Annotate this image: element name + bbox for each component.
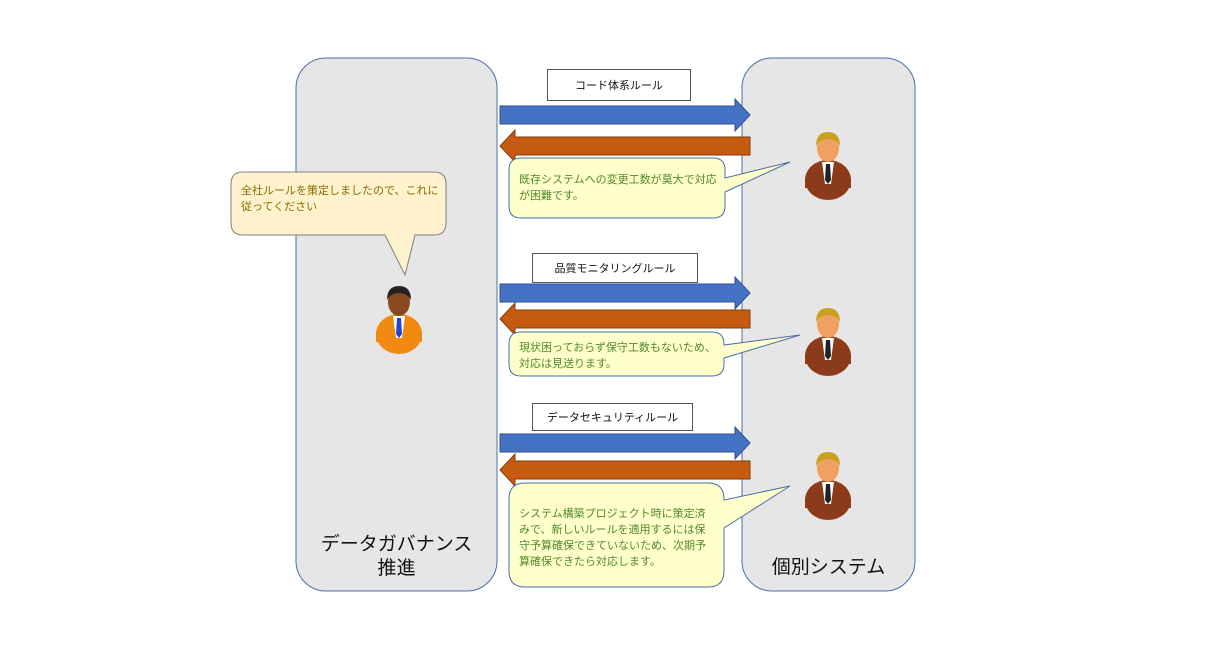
request-arrow-3 (499, 425, 751, 461)
governance-person-icon (376, 286, 422, 354)
left-panel-title-line1: データガバナンス (320, 533, 473, 555)
governance-speech-bubble (230, 171, 447, 277)
rule-label-2: 品質モニタリングルール (532, 253, 698, 283)
reply-speech-bubble-1 (508, 157, 791, 219)
reply-arrow-3 (499, 452, 751, 488)
right-panel-title: 個別システム (771, 556, 886, 578)
left-panel-title-line2: 推進 (377, 557, 416, 579)
reply-text-1: 既存システムへの変更工数が莫大で対応が困難です。 (519, 173, 717, 202)
reply-speech-bubble-2 (508, 331, 801, 377)
reply-text-3: システム構築プロジェクト時に策定済みで、新しいルールを適用するには保守予算確保で… (519, 507, 706, 568)
rule-label-3: データセキュリティルール (532, 403, 693, 431)
request-arrow-1 (499, 97, 751, 133)
reply-arrow-2 (499, 301, 751, 337)
reply-text-2: 現状困っておらず保守工数もないため、対応は見送ります。 (519, 341, 716, 370)
left-panel-title: データガバナンス 推進 (296, 532, 497, 580)
reply-speech-bubble-3 (508, 482, 791, 588)
governance-bubble-text: 全社ルールを策定しましたので、これに従ってください (241, 184, 439, 213)
rule-label-1: コード体系ルール (547, 69, 691, 101)
reply-arrow-1 (499, 128, 751, 164)
request-arrow-2 (499, 275, 751, 311)
